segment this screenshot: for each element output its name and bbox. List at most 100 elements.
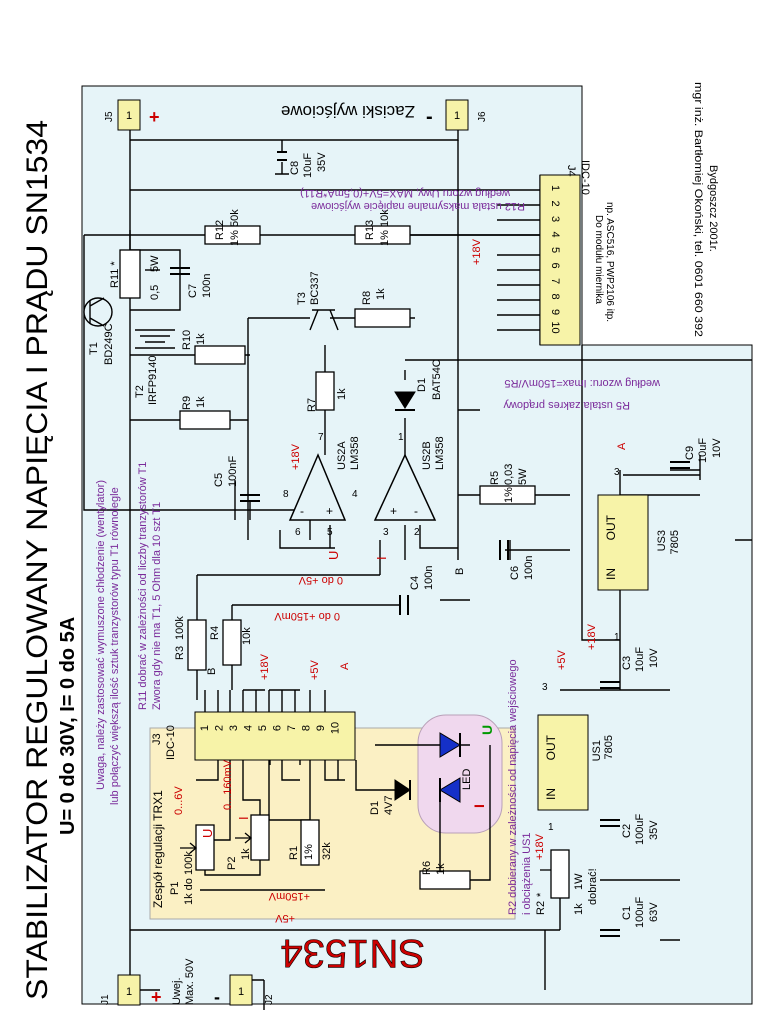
label-r6-value: 1k	[435, 863, 447, 875]
resistor-r12	[204, 225, 261, 245]
label-r3: R3	[174, 646, 186, 660]
j4-pin-9: 9	[549, 309, 561, 315]
svg-text:1: 1	[238, 986, 244, 998]
resistor-r6	[419, 870, 471, 890]
svg-text:1: 1	[614, 632, 620, 643]
label-c1-v1: 100uF	[634, 897, 646, 928]
j3-pin-7: 7	[286, 725, 298, 731]
j4-pin-3: 3	[549, 216, 561, 222]
label-r4: R4	[209, 626, 221, 640]
label-r5-pct: 1%	[503, 487, 515, 503]
j3-pin-2: 2	[214, 725, 226, 731]
svg-text:OUT: OUT	[604, 514, 618, 540]
diode-d1-4v7	[394, 779, 411, 801]
label-p2-value: 1k	[240, 848, 252, 860]
label-r5-v2: 5W	[517, 468, 529, 485]
capacitor-c2	[600, 819, 620, 827]
label-r11: R11*	[109, 261, 121, 288]
regulator-us1: OUT IN US1 7805	[537, 714, 615, 811]
label-us2b: US2B	[421, 441, 433, 470]
j1-note-1: Uwej.	[171, 977, 183, 1005]
connector-j5: 1 J5 +	[104, 99, 160, 131]
note-r5-1: R5 ustala zakres prądowy	[503, 399, 630, 411]
label-led: LED	[461, 769, 473, 790]
label-r12-value: 50k	[229, 209, 241, 227]
svg-text:1: 1	[398, 432, 404, 443]
svg-text:IDC-10: IDC-10	[579, 160, 591, 195]
svg-text:J4: J4	[565, 165, 577, 177]
svg-text:J3: J3	[151, 733, 163, 745]
svg-text:Do modułu miernika: Do modułu miernika	[593, 215, 604, 304]
note-r11-1: R11 dobrać w zależności od liczby tranzy…	[137, 462, 149, 710]
svg-text:3: 3	[542, 682, 548, 693]
label-r11-v1: 0,5	[149, 285, 161, 300]
label-r1: R1	[288, 846, 300, 860]
j3-pin-9: 9	[315, 725, 327, 731]
main-title: STABILIZATOR REGULOWANY NAPIĘCIA I PRĄDU…	[21, 120, 54, 1000]
resistor-r10	[194, 345, 246, 365]
opamp-us2a: - +	[288, 453, 347, 521]
label-t3-value: BC337	[309, 271, 321, 305]
label-r12: R12	[214, 220, 226, 240]
label-r4-value: 10k	[241, 627, 253, 645]
net-0-160mv: 0...160mV	[222, 759, 234, 810]
label-c7-value: 100n	[201, 274, 213, 298]
label-t2: T2	[134, 385, 146, 398]
svg-text:8: 8	[283, 489, 289, 500]
capacitor-c9	[670, 461, 690, 469]
net-plus18-us3: +18V	[586, 623, 598, 650]
led-u-symbol: U	[479, 725, 495, 735]
j4-pin-8: 8	[549, 293, 561, 299]
subtitle: U= 0 do 30V, I= 0 do 5A	[57, 617, 79, 835]
label-r7-value: 1k	[336, 388, 348, 400]
author-credits: mgr inż. Bartłomiej Okoński, tel. 0601 6…	[692, 82, 719, 337]
connector-j2: 1 J2 -	[214, 974, 275, 1007]
svg-text:-: -	[426, 106, 433, 128]
label-r2-note: dobrać!	[587, 868, 599, 905]
label-t1-value: BD249C	[103, 323, 115, 365]
svg-text:+: +	[390, 504, 397, 518]
label-r5-v1: 0,03	[503, 464, 515, 485]
author-line-1: mgr inż. Bartłomiej Okoński, tel. 0601 6…	[692, 82, 704, 337]
capacitor-c8	[277, 151, 287, 161]
net-labels: +18V +18V +18V +18V +18V +5V +5V A A B B…	[173, 238, 628, 924]
capacitors	[170, 151, 690, 937]
label-c2: C2	[621, 824, 633, 838]
note-cooling-2: lub połączyć większą ilość sztuk tranzys…	[109, 487, 121, 805]
svg-text:J1: J1	[100, 994, 111, 1005]
svg-text:OUT: OUT	[544, 734, 558, 760]
j3-pin-1: 1	[199, 725, 211, 731]
svg-text:J6: J6	[477, 111, 488, 122]
net-plus5-j3: +5V	[309, 659, 321, 680]
label-d1-bat-value: BAT54C	[431, 359, 443, 400]
label-us2a-value: LM358	[349, 436, 361, 470]
net-plus18-us2a: +18V	[290, 443, 302, 470]
capacitor-c4	[399, 595, 409, 615]
pot-wipers	[180, 832, 551, 871]
label-c4-value: 100n	[423, 566, 435, 590]
label-c4: C4	[409, 576, 421, 590]
svg-text:7: 7	[318, 432, 324, 443]
transistor-t3	[309, 309, 339, 331]
label-r13-pct: 1%	[379, 230, 391, 246]
net-plus18-j4: +18V	[471, 238, 483, 265]
label-c3-v2: 10V	[648, 648, 660, 668]
svg-text:6: 6	[295, 527, 301, 538]
net-0-150mv: 0 do +150mV	[274, 610, 340, 622]
capacitor-c6	[499, 540, 509, 560]
capacitor-c5	[240, 494, 260, 502]
note-r12-1: R12 ustala maksymalne napięcie wyjściowe	[311, 200, 525, 212]
j1-note-2: Max. 50V	[184, 958, 196, 1005]
led-symbols: U I	[471, 725, 495, 808]
j4-pin-10: 10	[549, 321, 561, 333]
label-r2-v1: 1k	[573, 903, 585, 915]
svg-text:-: -	[300, 504, 304, 518]
svg-text:np. ASC516, PWP2106 itp.: np. ASC516, PWP2106 itp.	[604, 202, 615, 322]
net-plus5-us1: +5V	[556, 649, 568, 670]
svg-text:IN: IN	[604, 568, 618, 580]
resistor-r2	[550, 849, 570, 899]
